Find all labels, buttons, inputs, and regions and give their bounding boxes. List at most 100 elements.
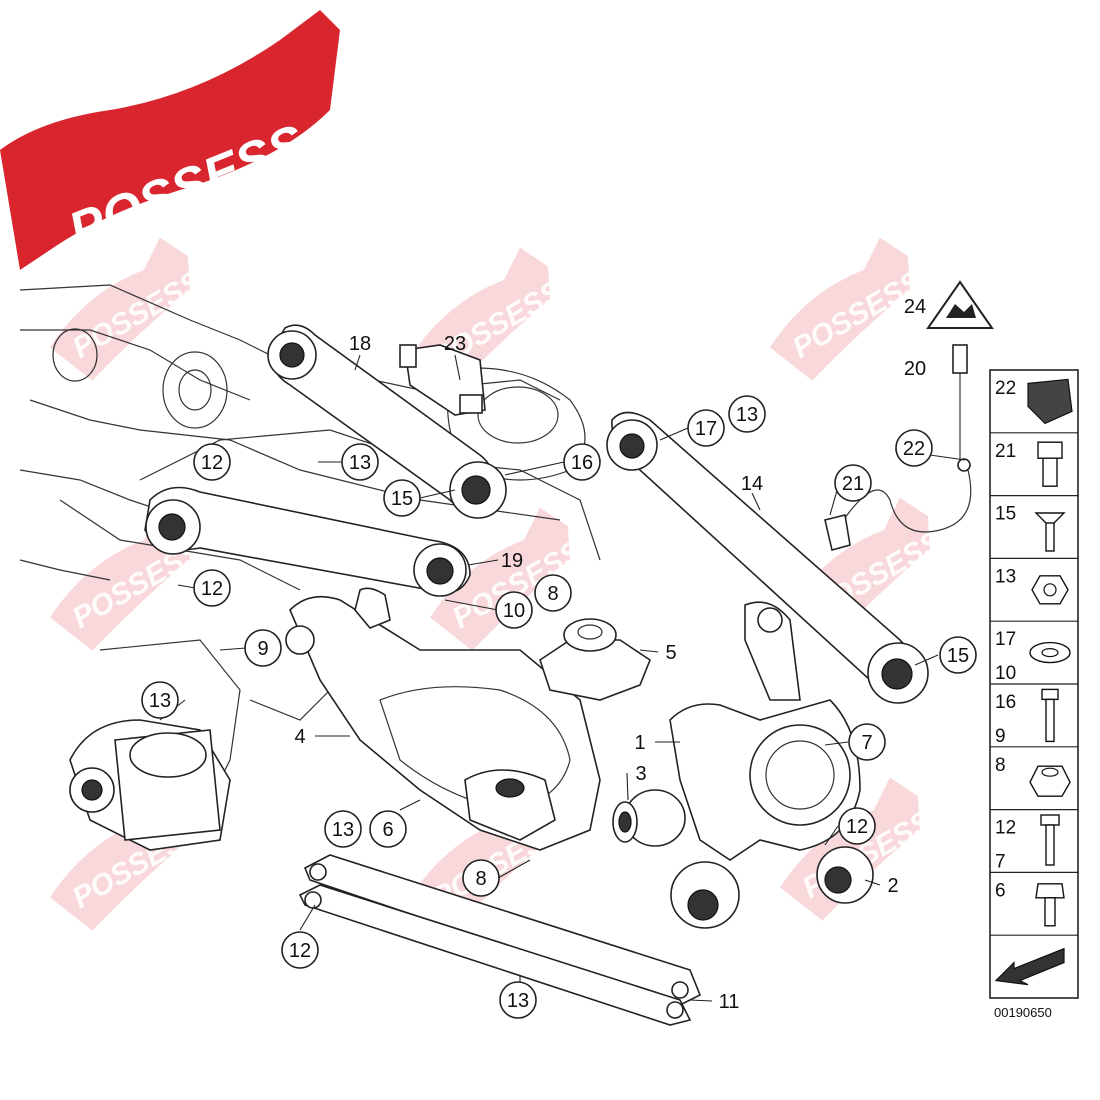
callout-13: 13 <box>141 681 179 719</box>
callout-number: 14 <box>741 473 763 495</box>
callout-24: 24 <box>904 296 926 318</box>
leader-line <box>444 599 499 611</box>
callout-9: 9 <box>244 629 282 667</box>
callout-18: 18 <box>349 333 371 355</box>
hex-nut-icon <box>1029 765 1071 797</box>
callout-number: 13 <box>507 990 529 1012</box>
callout-22: 22 <box>895 429 933 467</box>
legend-label: 15 <box>995 504 1016 525</box>
callout-number: 1 <box>634 732 645 754</box>
callout-circle <box>281 931 319 969</box>
leader-line <box>659 427 689 441</box>
callout-21: 21 <box>834 464 872 502</box>
bracket-icon <box>1027 378 1073 425</box>
callout-circle <box>462 859 500 897</box>
callout-circle <box>193 569 231 607</box>
legend-row <box>994 947 1065 986</box>
brand-logo-banner: POSSESS <box>0 10 340 270</box>
leader-line <box>454 354 461 381</box>
drawing-number: 00190650 <box>994 1005 1052 1020</box>
bracket-23 <box>399 344 486 416</box>
callout-12: 12 <box>193 569 231 607</box>
callout-7: 7 <box>848 723 886 761</box>
trailing-arm-4 <box>285 587 601 851</box>
callout-12: 12 <box>281 931 319 969</box>
callout-circle <box>495 591 533 629</box>
callout-circle <box>834 464 872 502</box>
callout-10: 10 <box>495 591 533 629</box>
cap-screw-icon <box>1037 441 1063 487</box>
leader-line <box>914 654 939 666</box>
leader-line <box>824 741 849 746</box>
callout-12: 12 <box>193 443 231 481</box>
callout-number: 8 <box>475 868 486 890</box>
callout-20: 20 <box>904 358 926 380</box>
lower-link-11 <box>298 854 702 1026</box>
callout-circle <box>244 629 282 667</box>
callout-15: 15 <box>939 636 977 674</box>
callout-number: 13 <box>149 690 171 712</box>
bushing-lower <box>670 861 740 929</box>
callout-number: 17 <box>695 418 717 440</box>
legend-label: 9 <box>995 726 1006 747</box>
callout-number: 18 <box>349 333 371 355</box>
legend-label: 8 <box>995 755 1006 776</box>
callout-16: 16 <box>563 443 601 481</box>
callout-number: 22 <box>903 438 925 460</box>
callout-13: 13 <box>728 395 766 433</box>
callout-number: 7 <box>861 732 872 754</box>
washer-icon <box>1029 641 1071 664</box>
leader-line <box>299 904 316 931</box>
flange-bolt-icon <box>1040 814 1060 866</box>
callout-1: 1 <box>634 732 645 754</box>
callout-circle <box>383 479 421 517</box>
callout-number: 12 <box>201 452 223 474</box>
callout-14: 14 <box>741 473 763 495</box>
callout-number: 12 <box>289 940 311 962</box>
bushing-2 <box>816 846 874 904</box>
callout-number: 4 <box>294 726 305 748</box>
callout-number: 13 <box>736 404 758 426</box>
leader-line <box>689 999 713 1002</box>
legend-row: 6 <box>995 880 1065 927</box>
leader-line <box>864 879 881 886</box>
legend-row: 16 9 <box>995 688 1059 747</box>
callout-circle <box>193 443 231 481</box>
callout-17: 17 <box>687 409 725 447</box>
collar-nut-icon <box>1031 575 1069 605</box>
callout-19: 19 <box>501 550 523 572</box>
leader-line <box>497 859 531 879</box>
legend-row: 127 <box>995 814 1060 873</box>
callout-number: 19 <box>501 550 523 572</box>
legend-label: 17 <box>995 629 1016 650</box>
callout-3: 3 <box>635 763 646 785</box>
direction-arrow-icon <box>994 947 1065 986</box>
callout-number: 11 <box>719 991 740 1013</box>
watermark: POSSESS <box>50 237 208 381</box>
callout-circle <box>141 681 179 719</box>
callout-13: 13 <box>341 443 379 481</box>
legend-label: 16 <box>995 692 1016 713</box>
callout-number: 21 <box>842 473 864 495</box>
callout-number: 6 <box>382 819 393 841</box>
callout-13: 13 <box>324 810 362 848</box>
left-subframe-mount <box>69 719 231 851</box>
sensor-cable-22 <box>824 344 972 551</box>
leader-line <box>419 489 456 499</box>
callout-number: 13 <box>332 819 354 841</box>
callout-number: 3 <box>635 763 646 785</box>
bushing-3 <box>612 789 686 847</box>
legend-label: 21 <box>995 441 1016 462</box>
callout-number: 2 <box>887 875 898 897</box>
leader-line <box>177 584 196 589</box>
callout-number: 12 <box>846 816 868 838</box>
callout-circle <box>838 807 876 845</box>
callout-12: 12 <box>838 807 876 845</box>
callout-number: 23 <box>444 333 466 355</box>
torx-bolt-icon <box>1035 883 1065 927</box>
callout-number: 16 <box>571 452 593 474</box>
control-arm-19 <box>144 486 471 597</box>
callout-23: 23 <box>444 333 466 355</box>
callout-circle <box>341 443 379 481</box>
